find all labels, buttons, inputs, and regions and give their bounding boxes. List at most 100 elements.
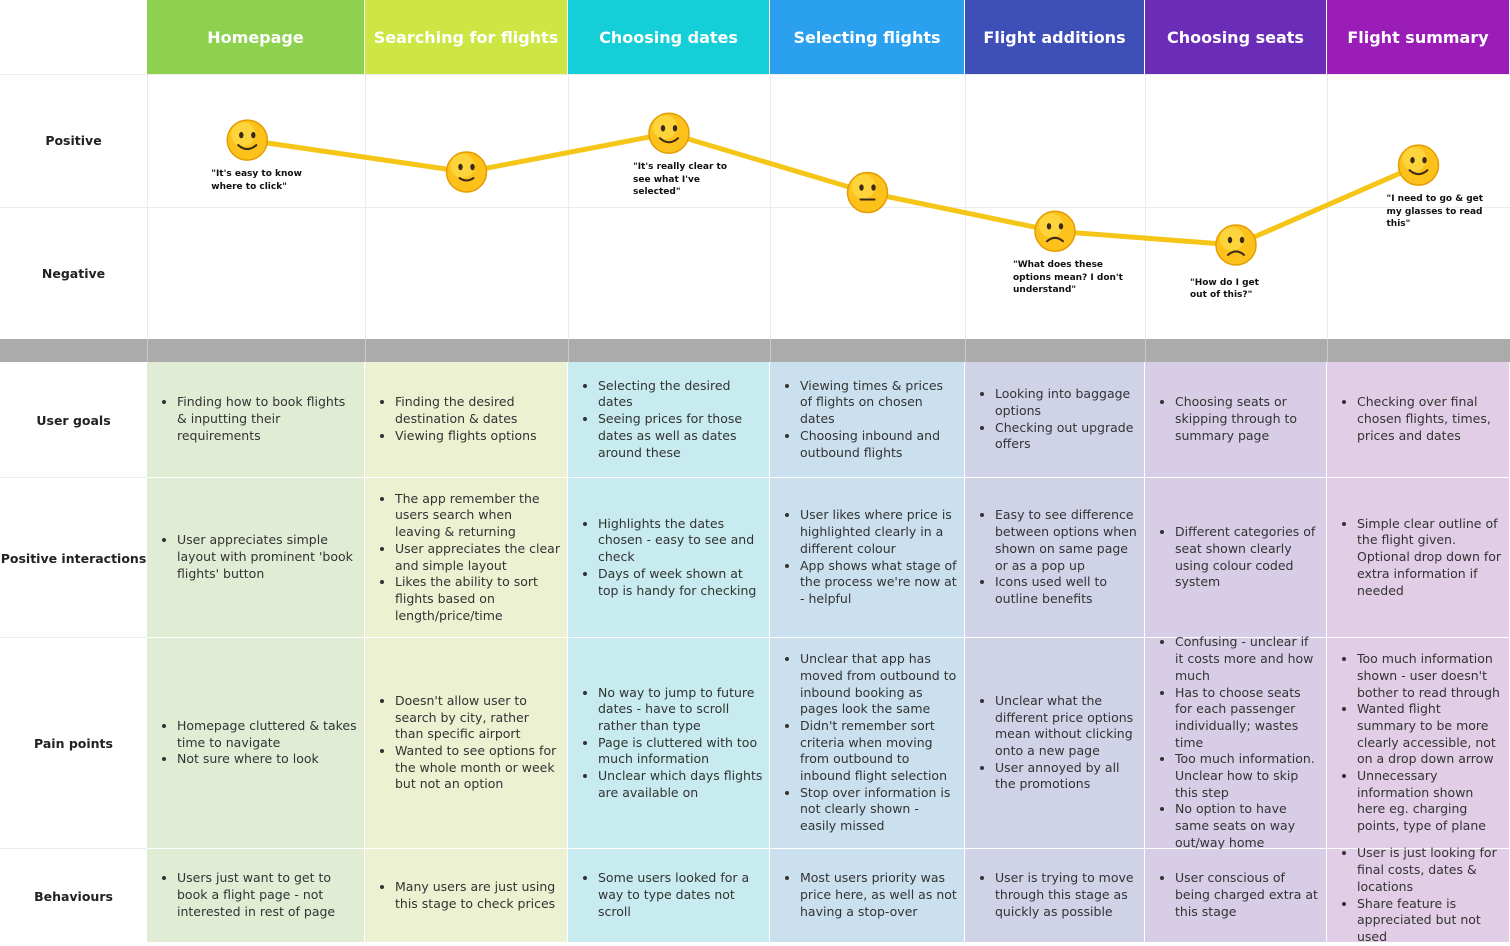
bullet-list: Selecting the desired datesSeeing prices… [582,378,763,462]
list-item: Simple clear outline of the flight given… [1357,516,1503,600]
bullet-list: Viewing times & prices of flights on cho… [784,378,958,462]
list-item: No option to have same seats on way out/… [1175,801,1320,851]
table-cell: Confusing - unclear if it costs more and… [1145,634,1326,850]
bullet-list: User appreciates simple layout with prom… [161,532,358,582]
list-item: User is just looking for final costs, da… [1357,845,1503,895]
bullet-list: Doesn't allow user to search by city, ra… [379,693,561,793]
list-item: Page is cluttered with too much informat… [598,735,763,768]
list-item: Most users priority was price here, as w… [800,870,958,920]
list-item: Seeing prices for those dates as well as… [598,411,763,461]
header-divider [0,74,1510,75]
bullet-list: Unclear that app has moved from outbound… [784,651,958,835]
stage-header: Flight additions [965,0,1144,74]
table-cell: User appreciates simple layout with prom… [147,478,364,637]
emoji-neutral-smile-icon [445,151,488,193]
list-item: Days of week shown at top is handy for c… [598,566,763,599]
bullet-list: Some users looked for a way to type date… [582,870,763,920]
bullet-list: Different categories of seat shown clear… [1159,524,1320,591]
table-cell: Looking into baggage optionsChecking out… [965,362,1144,477]
bullet-list: Many users are just using this stage to … [379,879,561,912]
bullet-list: Confusing - unclear if it costs more and… [1159,634,1320,851]
list-item: Wanted flight summary to be more clearly… [1357,701,1503,768]
list-item: App shows what stage of the process we'r… [800,558,958,608]
list-item: User is trying to move through this stag… [995,870,1138,920]
list-item: Share feature is appreciated but not use… [1357,896,1503,946]
table-cell: Selecting the desired datesSeeing prices… [568,362,769,477]
column-divider [568,74,569,339]
bullet-list: Looking into baggage optionsChecking out… [979,386,1138,453]
table-cell: Choosing seats or skipping through to su… [1145,362,1326,477]
table-cell: Many users are just using this stage to … [365,849,567,942]
list-item: Choosing inbound and outbound flights [800,428,958,461]
stage-header-label: Choosing seats [1167,27,1304,47]
stage-header: Choosing seats [1145,0,1326,74]
bullet-list: Homepage cluttered & takes time to navig… [161,718,358,768]
bullet-list: Finding the desired destination & datesV… [379,394,561,444]
list-item: User appreciates the clear and simple la… [395,541,561,574]
emoji-sad-icon [1034,210,1076,253]
list-item: Some users looked for a way to type date… [598,870,763,920]
separator-notch [147,339,148,362]
bullet-list: Easy to see difference between options w… [979,507,1138,607]
list-item: Not sure where to look [177,751,358,768]
emoji-happy-icon [648,112,690,154]
bullet-list: User is trying to move through this stag… [979,870,1138,920]
table-cell: Doesn't allow user to search by city, ra… [365,638,567,848]
list-item: User conscious of being charged extra at… [1175,870,1320,920]
table-cell: No way to jump to future dates - have to… [568,638,769,848]
table-cell: Easy to see difference between options w… [965,478,1144,637]
bullet-list: Most users priority was price here, as w… [784,870,958,920]
row-label: Behaviours [0,849,147,943]
stage-header: Homepage [147,0,364,74]
row-label-text: User goals [36,412,111,428]
stage-header: Choosing dates [568,0,769,74]
stage-header-label: Selecting flights [793,27,941,47]
row-label: Pain points [0,638,147,849]
stage-header-label: Searching for flights [373,27,559,47]
list-item: Finding how to book flights & inputting … [177,394,358,444]
table-cell: Most users priority was price here, as w… [770,849,964,942]
bullet-list: The app remember the users search when l… [379,491,561,625]
table-cell: Checking over final chosen flights, time… [1327,362,1509,477]
list-item: Many users are just using this stage to … [395,879,561,912]
emotion-label-text: Negative [41,265,106,281]
list-item: User likes where price is highlighted cl… [800,507,958,557]
bullet-list: Unclear what the different price options… [979,693,1138,793]
row-label-text: Pain points [34,736,113,751]
table-cell: Finding the desired destination & datesV… [365,362,567,477]
separator-notch [1327,339,1328,362]
bullet-list: Choosing seats or skipping through to su… [1159,394,1320,444]
bullet-list: User likes where price is highlighted cl… [784,507,958,607]
stage-header-label: Flight additions [983,27,1126,47]
stage-header: Flight summary [1327,0,1509,74]
emoji-happy-icon [226,119,269,161]
row-label: User goals [0,362,147,478]
table-cell: Some users looked for a way to type date… [568,849,769,942]
table-cell: Viewing times & prices of flights on cho… [770,362,964,477]
table-cell: Too much information shown - user doesn'… [1327,638,1509,848]
list-item: Finding the desired destination & dates [395,394,561,427]
list-item: Didn't remember sort criteria when movin… [800,718,958,785]
emoji-happy-icon [1397,144,1440,186]
list-item: Unclear what the different price options… [995,693,1138,760]
list-item: User appreciates simple layout with prom… [177,532,358,582]
stage-header-label: Choosing dates [599,27,738,47]
stage-quote: "I need to go & get my glasses to read t… [1386,194,1484,230]
stage-quote: "What does these options mean? I don't u… [1013,260,1123,296]
list-item: Checking out upgrade offers [995,420,1138,453]
emoji-sad-icon [1215,224,1257,266]
list-item: Too much information. Unclear how to ski… [1175,751,1320,801]
bullet-list: User conscious of being charged extra at… [1159,870,1320,920]
table-cell: The app remember the users search when l… [365,478,567,637]
table-cell: Finding how to book flights & inputting … [147,362,364,477]
list-item: Selecting the desired dates [598,378,763,411]
table-cell: Highlights the dates chosen - easy to se… [568,478,769,637]
bullet-list: Checking over final chosen flights, time… [1341,394,1503,444]
section-separator [0,339,1510,362]
list-item: Has to choose seats for each passenger i… [1175,685,1320,752]
row-divider [0,477,147,478]
row-divider [0,848,147,849]
list-item: Different categories of seat shown clear… [1175,524,1320,591]
table-cell: User is just looking for final costs, da… [1327,845,1509,944]
